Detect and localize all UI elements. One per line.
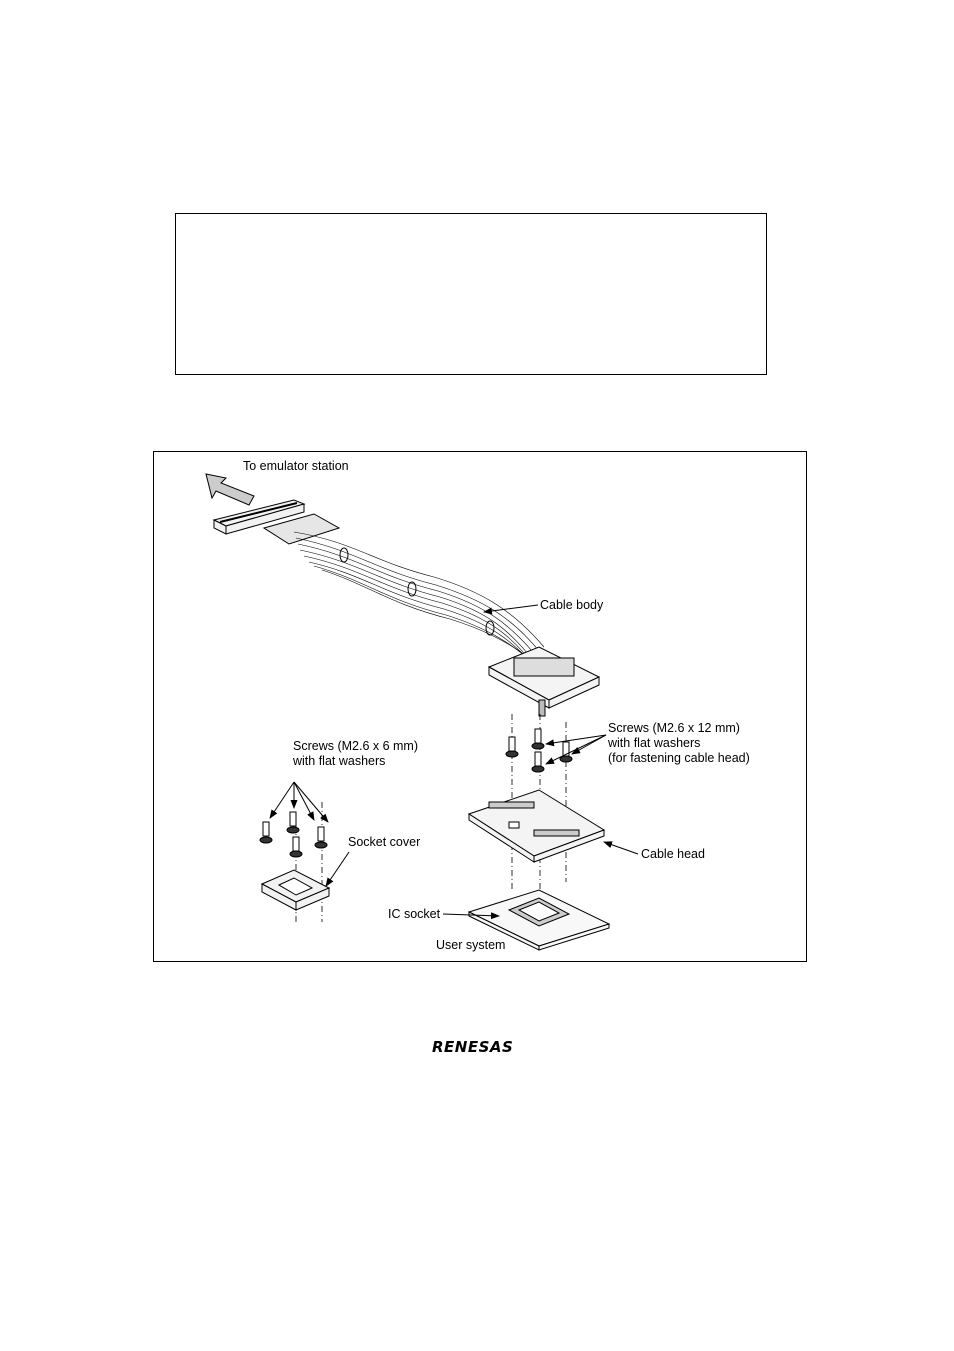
- label-screws-12-line2: with flat washers: [608, 736, 701, 750]
- label-to-emulator: To emulator station: [243, 459, 349, 473]
- user-system-board: [467, 889, 611, 951]
- label-screws-12-line1: Screws (M2.6 x 12 mm): [608, 721, 740, 735]
- connection-diagram: [205, 473, 639, 951]
- renesas-logo: RENESAS: [432, 1038, 514, 1056]
- label-screws-6-line1: Screws (M2.6 x 6 mm): [293, 739, 419, 753]
- emulator-connector: [212, 499, 341, 545]
- figure-frame: To emulator station Cable body Screws (M…: [153, 451, 807, 962]
- label-cable-body: Cable body: [540, 598, 604, 612]
- label-socket-cover: Socket cover: [348, 835, 421, 849]
- emulator-arrow-icon: [205, 473, 255, 506]
- cable-head-upper: [487, 646, 601, 717]
- screws-6mm: [259, 811, 328, 858]
- notice-box: [175, 213, 767, 375]
- cable-bundle: [293, 531, 555, 679]
- label-cable-head: Cable head: [641, 847, 705, 861]
- label-user-system: User system: [436, 938, 506, 952]
- label-screws-12-line3: (for fastening cable head): [608, 751, 750, 765]
- label-screws-6-line2: with flat washers: [293, 754, 386, 768]
- socket-cover: [260, 869, 331, 911]
- cable-head-board: [467, 789, 606, 863]
- screws-12mm: [505, 728, 573, 773]
- label-ic-socket: IC socket: [388, 907, 441, 921]
